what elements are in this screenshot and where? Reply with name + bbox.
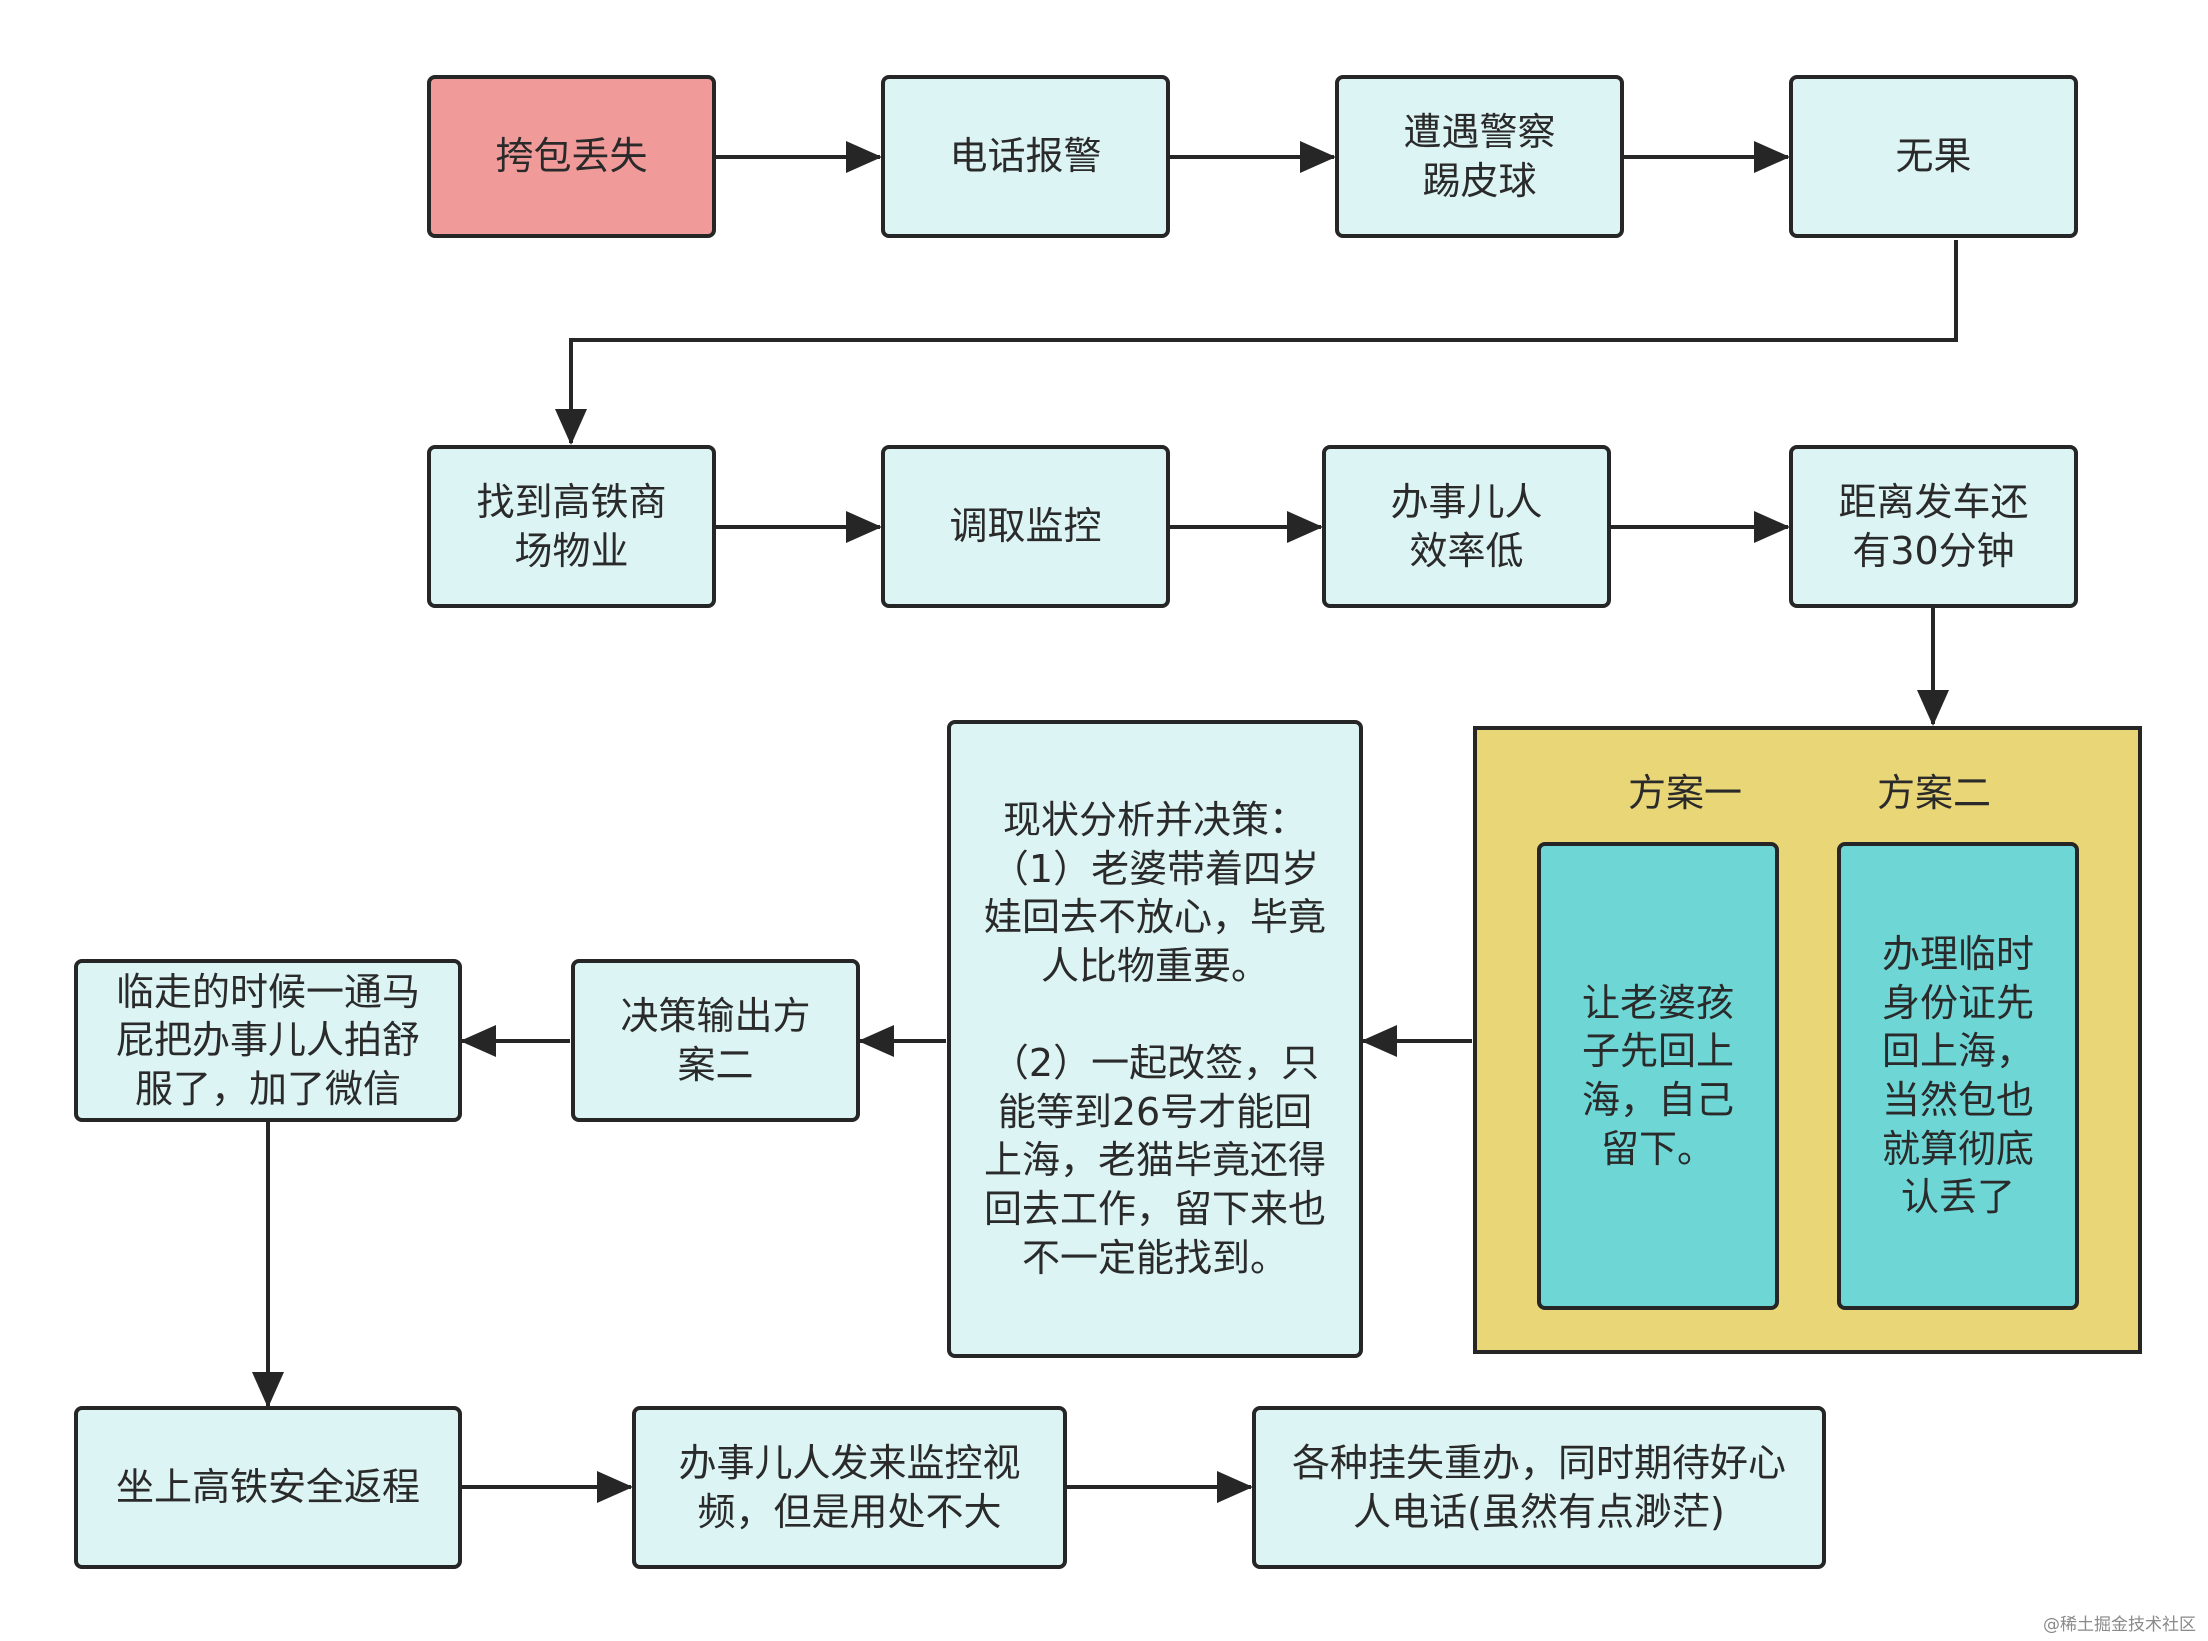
node-police-runaround[interactable]: 遭遇警察 踢皮球 (1335, 75, 1624, 238)
node-video-sent[interactable]: 办事儿人发来监控视 频，但是用处不大 (632, 1406, 1067, 1569)
node-analysis[interactable]: 现状分析并决策： （1）老婆带着四岁 娃回去不放心，毕竟 人比物重要。 （2）一… (947, 720, 1363, 1358)
options-group[interactable]: 方案一 方案二 让老婆孩 子先回上 海，自己 留下。 办理临时 身份证先 回上海… (1473, 726, 2142, 1354)
option1-box[interactable]: 让老婆孩 子先回上 海，自己 留下。 (1537, 842, 1779, 1310)
arrow-noresult-to-property (555, 240, 1958, 445)
node-find-property[interactable]: 找到高铁商 场物业 (427, 445, 716, 608)
node-no-result[interactable]: 无果 (1789, 75, 2078, 238)
node-report-loss[interactable]: 各种挂失重办，同时期待好心 人电话(虽然有点渺茫) (1252, 1406, 1826, 1569)
node-decision[interactable]: 决策输出方 案二 (571, 959, 860, 1122)
node-get-cctv[interactable]: 调取监控 (881, 445, 1170, 608)
option1-title: 方案一 (1628, 771, 1743, 815)
node-flattery[interactable]: 临走的时候一通马 屁把办事儿人拍舒 服了，加了微信 (74, 959, 462, 1122)
node-train-home[interactable]: 坐上高铁安全返程 (74, 1406, 462, 1569)
option2-box[interactable]: 办理临时 身份证先 回上海， 当然包也 就算彻底 认丢了 (1837, 842, 2079, 1310)
option2-title: 方案二 (1877, 771, 1992, 815)
node-lost-bag[interactable]: 挎包丢失 (427, 75, 716, 238)
node-call-police[interactable]: 电话报警 (881, 75, 1170, 238)
watermark: @稀土掘金技术社区 (2043, 1615, 2196, 1635)
node-time-left[interactable]: 距离发车还 有30分钟 (1789, 445, 2078, 608)
node-low-efficiency[interactable]: 办事儿人 效率低 (1322, 445, 1611, 608)
